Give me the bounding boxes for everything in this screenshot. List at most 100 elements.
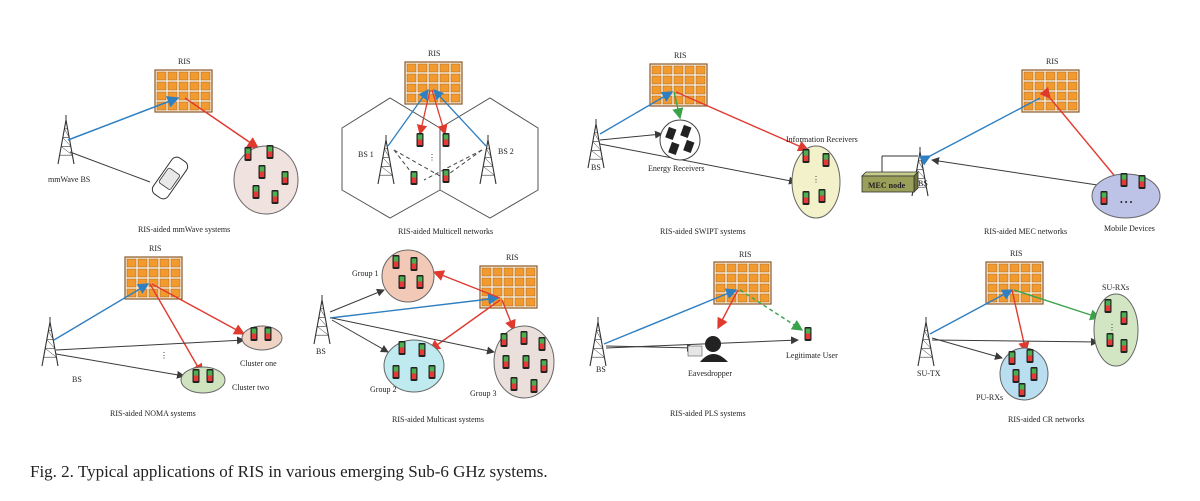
ris-legit-link xyxy=(739,289,804,331)
cell-1-hexagon xyxy=(341,97,441,219)
ris-element xyxy=(148,258,159,268)
ris-element xyxy=(715,273,726,283)
phone-icon xyxy=(530,379,538,393)
ris-element xyxy=(1023,81,1034,91)
ris-element xyxy=(148,268,159,278)
phone-icon xyxy=(410,367,418,381)
panel-caption: RIS-aided Multicell networks xyxy=(398,227,493,236)
ris-element xyxy=(673,95,684,105)
bs-ris-link xyxy=(53,283,150,341)
legit-device xyxy=(804,327,812,341)
ris-element xyxy=(748,273,759,283)
ris-info-link xyxy=(675,91,810,152)
ris-energy-link xyxy=(672,91,684,120)
bs-ris-link xyxy=(599,91,674,135)
phone-icon xyxy=(250,327,258,341)
bs1-user-link xyxy=(393,149,415,177)
purx-label: PU-RXs xyxy=(976,393,1003,402)
bs-label: BS xyxy=(596,365,606,374)
panel-caption: RIS-aided SWIPT systems xyxy=(660,227,746,236)
figure-caption: Fig. 2. Typical applications of RIS in v… xyxy=(30,462,548,481)
ris-element xyxy=(200,71,211,81)
bs-info-link xyxy=(599,143,797,185)
bs1-tower-icon xyxy=(377,135,395,185)
ris-element xyxy=(178,91,189,101)
ris-element xyxy=(673,75,684,85)
ris-element xyxy=(1056,71,1067,81)
ris-element xyxy=(126,268,137,278)
ris-surface xyxy=(713,261,772,305)
ris-surface xyxy=(985,261,1044,305)
ris-element xyxy=(737,273,748,283)
ris-element xyxy=(170,278,181,288)
phone-icon xyxy=(398,275,406,289)
phone-icon xyxy=(1018,383,1026,397)
ris-element xyxy=(1034,71,1045,81)
panel-caption: RIS-aided mmWave systems xyxy=(138,225,230,234)
ris-element xyxy=(439,73,450,83)
ris-element xyxy=(439,83,450,93)
sutx-label: SU-TX xyxy=(917,369,941,378)
phone-icon xyxy=(271,190,279,204)
ris-element xyxy=(651,75,662,85)
cluster-one-devices xyxy=(250,327,272,341)
ris-element xyxy=(1067,71,1078,81)
ris-element xyxy=(503,267,514,277)
ris-element xyxy=(1056,81,1067,91)
ris-user-link xyxy=(431,89,448,136)
ris-label: RIS xyxy=(674,51,686,60)
phone-icon xyxy=(266,145,274,159)
bs-group3-link xyxy=(331,317,495,355)
ris-element xyxy=(189,91,200,101)
phone-icon xyxy=(802,149,810,163)
ris-element xyxy=(987,263,998,273)
cluster-two-devices xyxy=(192,369,214,383)
bs-group1-link xyxy=(329,288,385,313)
phone-icon xyxy=(1026,349,1034,363)
ellipsis: ⋮ xyxy=(160,351,168,360)
ris-element xyxy=(759,263,770,273)
bs-ris-link xyxy=(603,288,738,345)
bs-eve-link xyxy=(605,343,695,352)
ris-element xyxy=(481,277,492,287)
ris-element xyxy=(189,101,200,111)
ris-element xyxy=(417,63,428,73)
ris-element xyxy=(503,287,514,297)
ris-element xyxy=(439,63,450,73)
phone-icon xyxy=(398,341,406,355)
ris-element xyxy=(148,278,159,288)
ris-element xyxy=(126,258,137,268)
ris-element xyxy=(170,268,181,278)
ellipsis: • • • xyxy=(1120,198,1133,207)
phone-icon xyxy=(410,171,418,185)
ris-surface xyxy=(479,265,538,309)
sutx-tower-icon xyxy=(917,317,935,367)
device-bs-link xyxy=(931,157,1105,187)
ris-group1-link xyxy=(432,270,501,299)
ris-element xyxy=(178,71,189,81)
ris-element xyxy=(189,81,200,91)
ris-element xyxy=(695,95,706,105)
ris-element xyxy=(514,267,525,277)
panel-caption: RIS-aided CR networks xyxy=(1008,415,1084,424)
mec-node-label: MEC node xyxy=(868,181,906,190)
bs-energy-link xyxy=(599,130,663,141)
phone-icon xyxy=(1104,299,1112,313)
ris-element xyxy=(492,287,503,297)
ris-element xyxy=(428,73,439,83)
phone-icon xyxy=(442,169,450,183)
phone-icon xyxy=(264,327,272,341)
phone-icon xyxy=(1100,191,1108,205)
info-label: Information Receivers xyxy=(786,135,858,144)
ris-user-link xyxy=(184,97,260,149)
ris-element xyxy=(1020,273,1031,283)
ris-element xyxy=(1009,273,1020,283)
ris-element xyxy=(1009,263,1020,273)
ris-element xyxy=(998,263,1009,273)
ris-element xyxy=(178,101,189,111)
phone-icon xyxy=(1120,311,1128,325)
panel-multicast: RIS BS Group 1 Group 2 Group 3 RIS-aided… xyxy=(313,249,555,424)
bs-cluster2-link xyxy=(55,353,185,379)
ris-element xyxy=(1067,101,1078,111)
panel-caption: RIS-aided MEC networks xyxy=(984,227,1067,236)
